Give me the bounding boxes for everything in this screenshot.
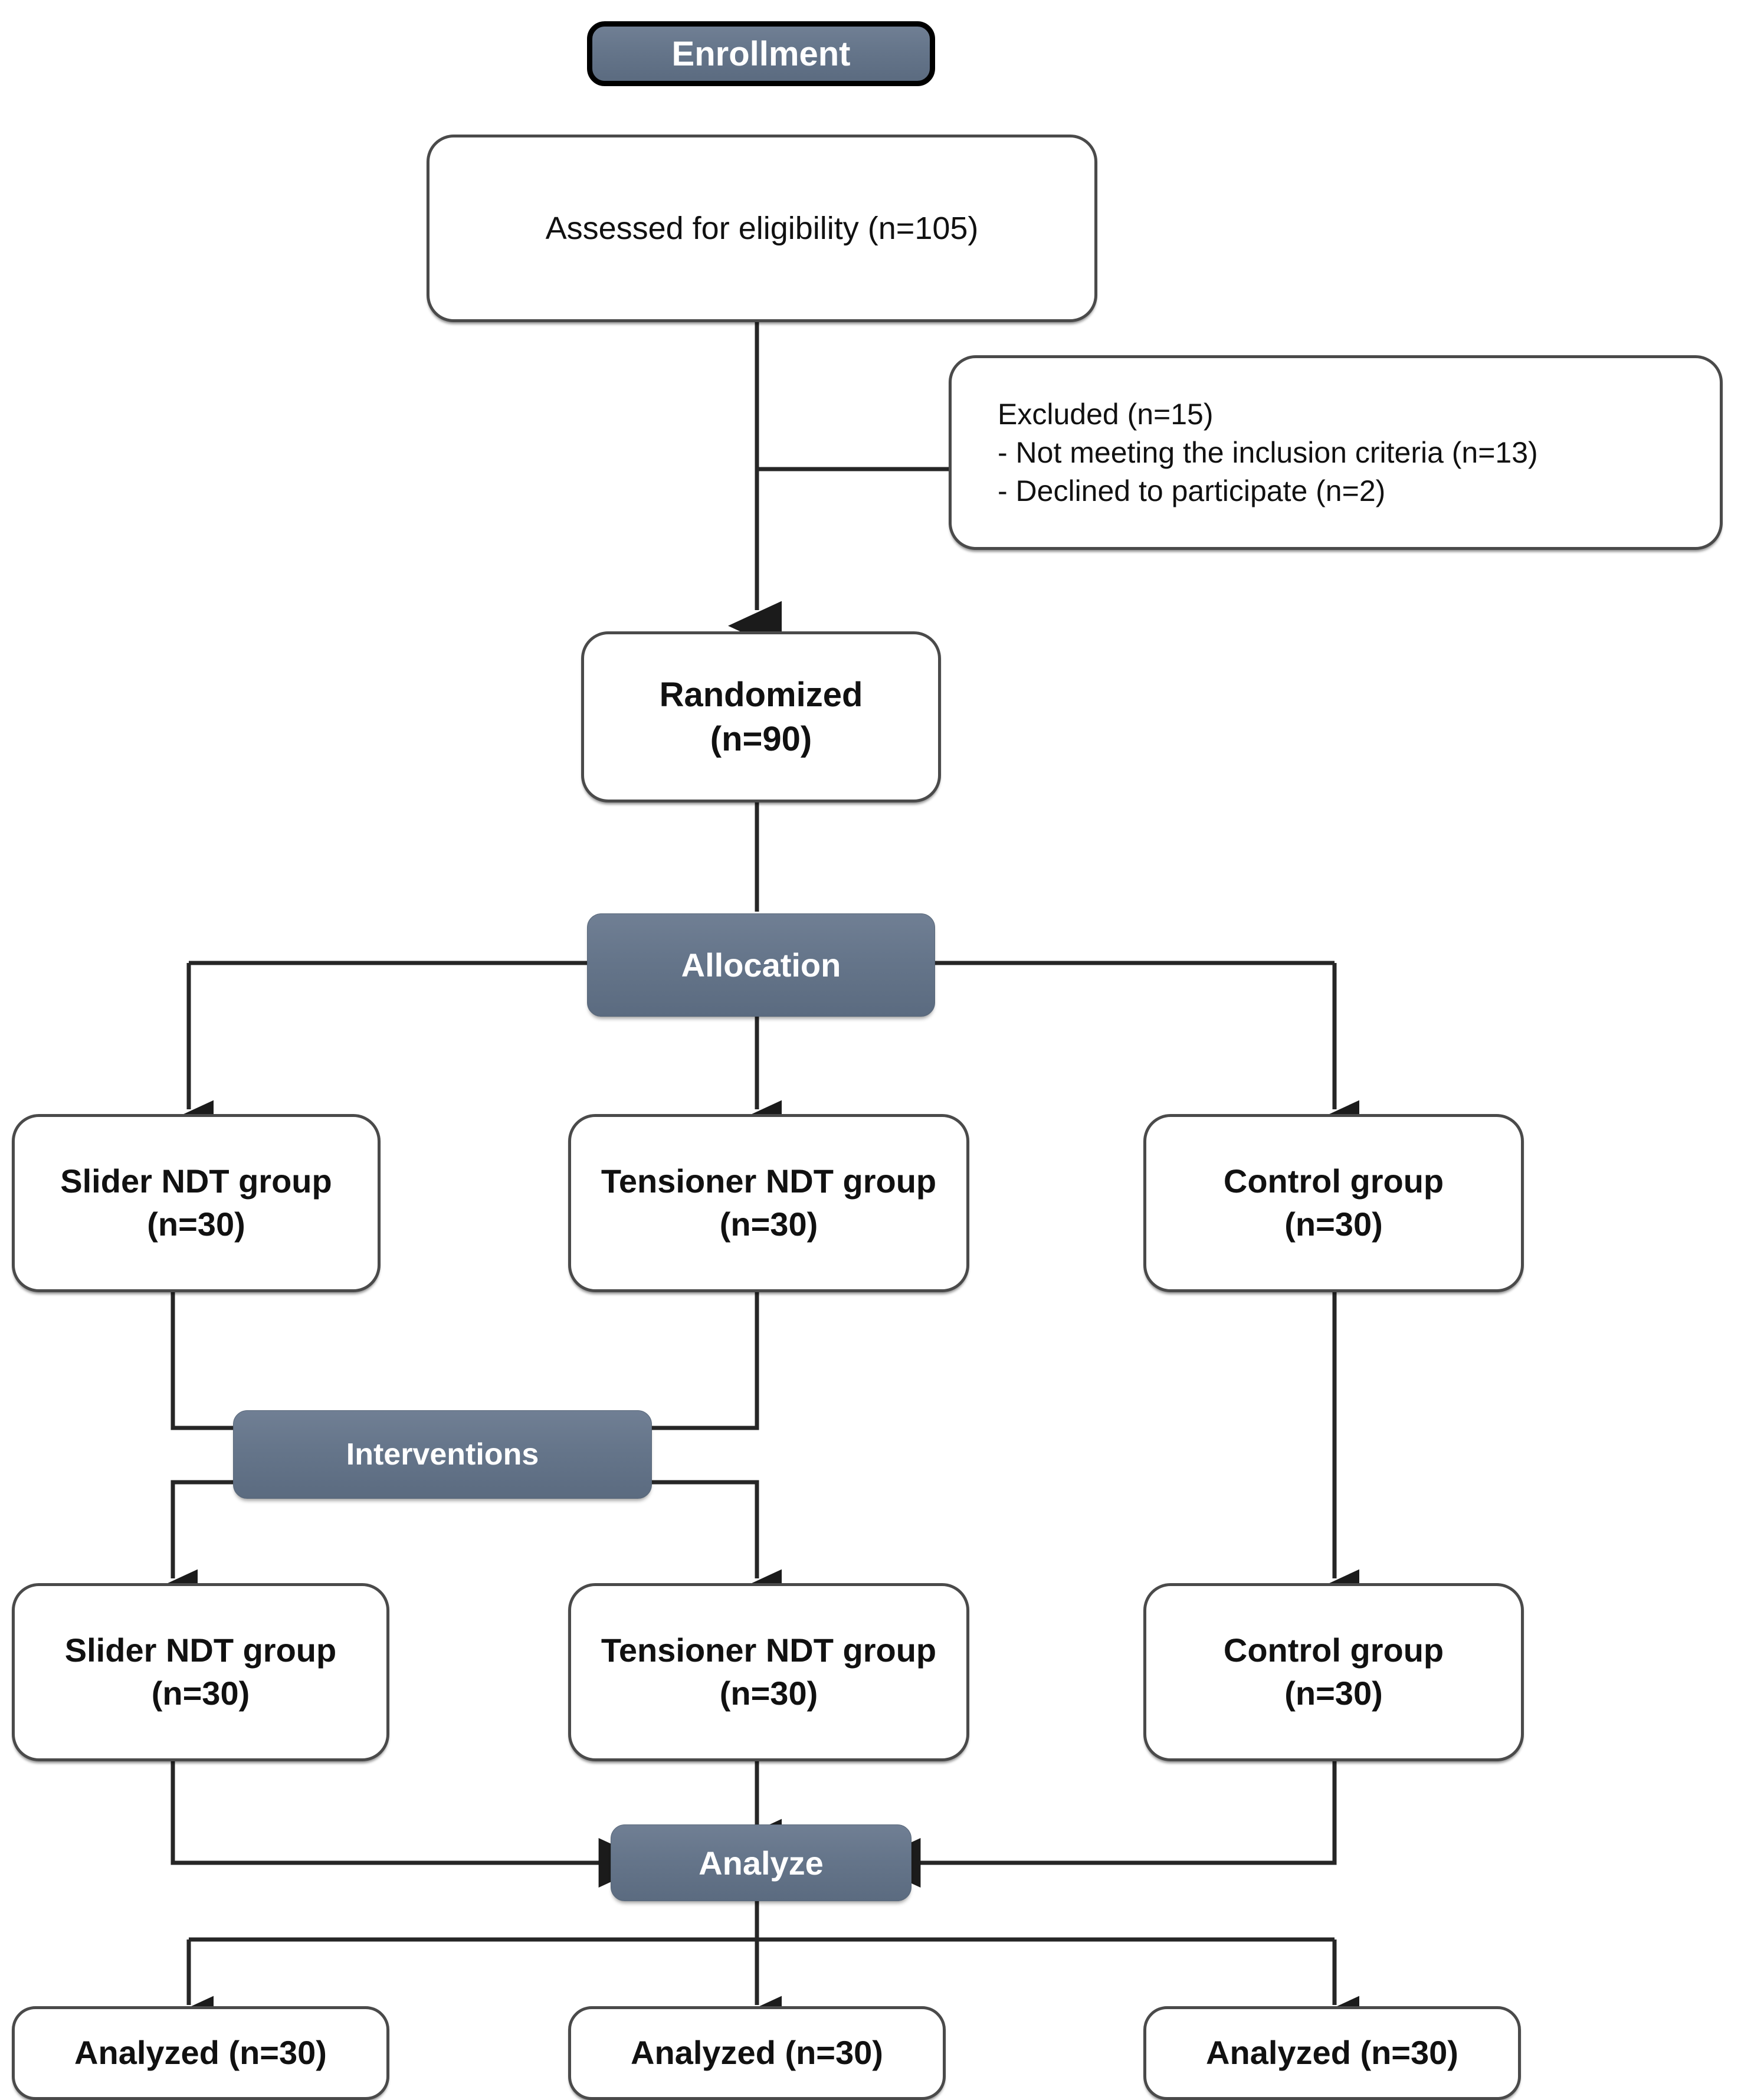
node-interventions-control-group: Control group (n=30) xyxy=(1143,1583,1524,1761)
stage-banner-allocation-label: Allocation xyxy=(681,946,841,984)
node-interventions-tensioner-line2: (n=30) xyxy=(719,1675,818,1712)
node-interventions-control-line2: (n=30) xyxy=(1284,1675,1383,1712)
stage-banner-analyze-label: Analyze xyxy=(699,1844,824,1882)
node-interventions-tensioner-line1: Tensioner NDT group xyxy=(601,1631,937,1669)
node-analyzed-control: Analyzed (n=30) xyxy=(1143,2006,1521,2100)
node-allocation-slider-line2: (n=30) xyxy=(147,1205,245,1243)
node-excluded-line2: - Not meeting the inclusion criteria (n=… xyxy=(998,435,1538,469)
node-allocation-tensioner-group: Tensioner NDT group (n=30) xyxy=(568,1114,969,1292)
node-allocation-control-line1: Control group xyxy=(1223,1162,1444,1200)
stage-banner-allocation: Allocation xyxy=(587,913,935,1017)
node-interventions-slider-group: Slider NDT group (n=30) xyxy=(12,1583,389,1761)
node-allocation-slider-group: Slider NDT group (n=30) xyxy=(12,1114,381,1292)
connector-interventions-to-tensioner xyxy=(649,1480,782,1619)
stage-banner-enrollment-label: Enrollment xyxy=(671,34,851,73)
connector-tensioner-to-interventions xyxy=(649,1292,759,1430)
connector-interventions-to-slider xyxy=(144,1480,236,1619)
node-analyzed-slider-line1: Analyzed (n=30) xyxy=(74,2034,327,2072)
node-excluded-line3: - Declined to participate (n=2) xyxy=(998,474,1386,507)
node-allocation-slider-line1: Slider NDT group xyxy=(60,1162,332,1200)
stage-banner-analyze: Analyze xyxy=(611,1824,912,1901)
node-analyzed-control-line1: Analyzed (n=30) xyxy=(1206,2034,1458,2072)
node-analyzed-tensioner-line1: Analyzed (n=30) xyxy=(631,2034,883,2072)
node-assessed-for-eligibility: Assessed for eligibility (n=105) xyxy=(427,135,1097,322)
node-interventions-tensioner-group: Tensioner NDT group (n=30) xyxy=(568,1583,969,1761)
node-analyzed-tensioner: Analyzed (n=30) xyxy=(568,2006,946,2100)
node-allocation-tensioner-line1: Tensioner NDT group xyxy=(601,1162,937,1200)
node-interventions-slider-line1: Slider NDT group xyxy=(64,1631,337,1669)
node-assessed-line1: Assessed for eligibility (n=105) xyxy=(545,210,979,246)
node-excluded-line1: Excluded (n=15) xyxy=(998,397,1214,431)
node-allocation-tensioner-line2: (n=30) xyxy=(719,1205,818,1243)
node-interventions-slider-line2: (n=30) xyxy=(151,1675,250,1712)
node-randomized-line1: Randomized xyxy=(659,675,863,714)
node-allocation-control-line2: (n=30) xyxy=(1284,1205,1383,1243)
node-interventions-control-line1: Control group xyxy=(1223,1631,1444,1669)
node-analyzed-slider: Analyzed (n=30) xyxy=(12,2006,389,2100)
node-allocation-control-group: Control group (n=30) xyxy=(1143,1114,1524,1292)
connector-slider-to-analyze xyxy=(171,1761,653,1888)
node-randomized: Randomized (n=90) xyxy=(581,631,941,802)
node-excluded: Excluded (n=15) - Not meeting the inclus… xyxy=(949,355,1723,550)
node-randomized-line2: (n=90) xyxy=(710,720,812,758)
connector-control-to-analyze xyxy=(867,1761,1337,1888)
stage-banner-interventions: Interventions xyxy=(233,1410,652,1499)
stage-banner-interventions-label: Interventions xyxy=(346,1437,539,1472)
stage-banner-enrollment: Enrollment xyxy=(587,21,935,86)
connector-slider-to-interventions xyxy=(171,1292,236,1430)
